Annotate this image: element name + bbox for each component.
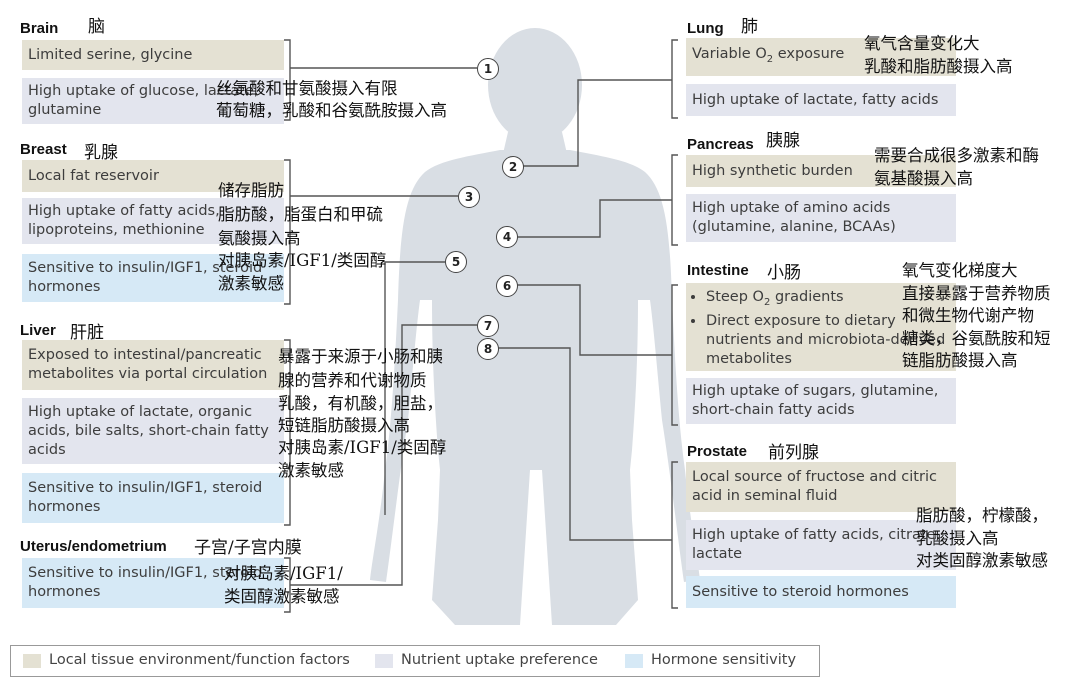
intestine-annotation-4: 糖类，谷氨酰胺和短 xyxy=(902,329,1051,348)
prostate-title-zh: 前列腺 xyxy=(768,443,819,463)
lung-title: Lung xyxy=(687,20,724,37)
uterus-annotation-2: 类固醇激素敏感 xyxy=(224,587,340,606)
marker-1: 1 xyxy=(477,58,499,80)
marker-4: 4 xyxy=(496,226,518,248)
breast-annotation-2: 脂肪酸，脂蛋白和甲硫 xyxy=(218,205,383,224)
breast-annotation-3: 氨酸摄入高 xyxy=(218,229,301,248)
liver-annotation-4: 短链脂肪酸摄入高 xyxy=(278,416,410,435)
legend-label-env: Local tissue environment/function factor… xyxy=(49,652,350,668)
liver-hormone-box: Sensitive to insulin/IGF1, steroid hormo… xyxy=(22,473,284,523)
lung-title-zh: 肺 xyxy=(741,17,758,37)
prostate-env-box: Local source of fructose and citric acid… xyxy=(686,462,956,512)
breast-title-zh: 乳腺 xyxy=(84,143,118,163)
legend: Local tissue environment/function factor… xyxy=(10,645,820,677)
intestine-env-box: Steep O2 gradients Direct exposure to di… xyxy=(686,283,956,371)
intestine-title-zh: 小肠 xyxy=(767,263,801,283)
legend-swatch-uptake xyxy=(375,654,393,668)
prostate-annotation-2: 乳酸摄入高 xyxy=(916,529,999,548)
intestine-annotation-1: 氧气变化梯度大 xyxy=(902,261,1018,280)
breast-annotation-4: 对胰岛素/IGF1/类固醇 xyxy=(218,251,387,270)
brain-annotation-2: 葡萄糖，乳酸和谷氨酰胺摄入高 xyxy=(216,101,447,120)
uterus-title: Uterus/endometrium xyxy=(20,538,167,555)
intestine-annotation-5: 链脂肪酸摄入高 xyxy=(902,351,1018,370)
liver-annotation-5: 对胰岛素/IGF1/类固醇 xyxy=(278,438,447,457)
lung-env-text: Variable O2 exposure xyxy=(692,46,845,65)
intestine-uptake-box: High uptake of sugars, glutamine, short-… xyxy=(686,378,956,424)
marker-8: 8 xyxy=(477,338,499,360)
brain-title-zh: 脑 xyxy=(88,17,105,37)
pancreas-annotation-2: 氨基酸摄入高 xyxy=(874,169,973,188)
legend-swatch-hormone xyxy=(625,654,643,668)
brain-annotation-1: 丝氨酸和甘氨酸摄入有限 xyxy=(216,79,398,98)
uterus-title-zh: 子宫/子宫内膜 xyxy=(194,538,302,558)
legend-label-hormone: Hormone sensitivity xyxy=(651,652,797,668)
intestine-env-bullet-2: Direct exposure to dietary nutrients and… xyxy=(706,312,950,369)
liver-annotation-1: 暴露于来源于小肠和胰 xyxy=(278,347,443,366)
brain-env-box: Limited serine, glycine xyxy=(22,40,284,70)
intestine-annotation-2: 直接暴露于营养物质 xyxy=(902,284,1051,303)
liver-env-box: Exposed to intestinal/pancreatic metabol… xyxy=(22,340,284,390)
lung-annotation-2: 乳酸和脂肪酸摄入高 xyxy=(864,57,1013,76)
breast-hormone-box: Sensitive to insulin/IGF1, steroid hormo… xyxy=(22,254,284,302)
pancreas-title-zh: 胰腺 xyxy=(766,131,800,151)
breast-annotation-5: 激素敏感 xyxy=(218,274,284,293)
intestine-title: Intestine xyxy=(687,262,749,279)
intestine-env-list: Steep O2 gradients Direct exposure to di… xyxy=(692,288,950,369)
lung-annotation-1: 氧气含量变化大 xyxy=(864,34,980,53)
uterus-annotation-1: 对胰岛素/IGF1/ xyxy=(224,564,343,583)
prostate-annotation-3: 对类固醇激素敏感 xyxy=(916,551,1048,570)
prostate-hormone-box: Sensitive to steroid hormones xyxy=(686,576,956,608)
prostate-title: Prostate xyxy=(687,443,748,460)
breast-annotation-1: 储存脂肪 xyxy=(218,181,284,200)
brain-title: Brain xyxy=(20,20,59,37)
liver-annotation-6: 激素敏感 xyxy=(278,461,344,480)
prostate-annotation-1: 脂肪酸，柠檬酸， xyxy=(916,506,1048,525)
breast-title: Breast xyxy=(20,141,67,158)
breast-env-box: Local fat reservoir xyxy=(22,160,284,192)
pancreas-uptake-box: High uptake of amino acids (glutamine, a… xyxy=(686,194,956,242)
uterus-hormone-box: Sensitive to insulin/IGF1, steroid hormo… xyxy=(22,558,284,608)
pancreas-annotation-1: 需要合成很多激素和酶 xyxy=(874,146,1039,165)
liver-title-zh: 肝脏 xyxy=(70,323,104,343)
pancreas-title: Pancreas xyxy=(687,136,754,153)
marker-5: 5 xyxy=(445,251,467,273)
liver-annotation-2: 腺的营养和代谢物质 xyxy=(278,371,427,390)
marker-2: 2 xyxy=(502,156,524,178)
lung-env-box: Variable O2 exposure xyxy=(686,38,956,76)
legend-label-uptake: Nutrient uptake preference xyxy=(401,652,598,668)
liver-title: Liver xyxy=(20,322,56,339)
marker-6: 6 xyxy=(496,275,518,297)
brain-uptake-box: High uptake of glucose, lactate, glutami… xyxy=(22,78,284,124)
lung-uptake-box: High uptake of lactate, fatty acids xyxy=(686,84,956,116)
prostate-uptake-box: High uptake of fatty acids, citrate, lac… xyxy=(686,520,956,570)
breast-uptake-box: High uptake of fatty acids, lipoproteins… xyxy=(22,198,284,244)
liver-annotation-3: 乳酸，有机酸，胆盐， xyxy=(278,394,443,413)
pancreas-env-box: High synthetic burden xyxy=(686,155,956,187)
marker-7: 7 xyxy=(477,315,499,337)
marker-3: 3 xyxy=(458,186,480,208)
legend-swatch-env xyxy=(23,654,41,668)
intestine-env-bullet-1: Steep O2 gradients xyxy=(706,288,950,312)
intestine-annotation-3: 和微生物代谢产物 xyxy=(902,306,1034,325)
liver-uptake-box: High uptake of lactate, organic acids, b… xyxy=(22,398,284,464)
connector-lines xyxy=(284,39,678,613)
